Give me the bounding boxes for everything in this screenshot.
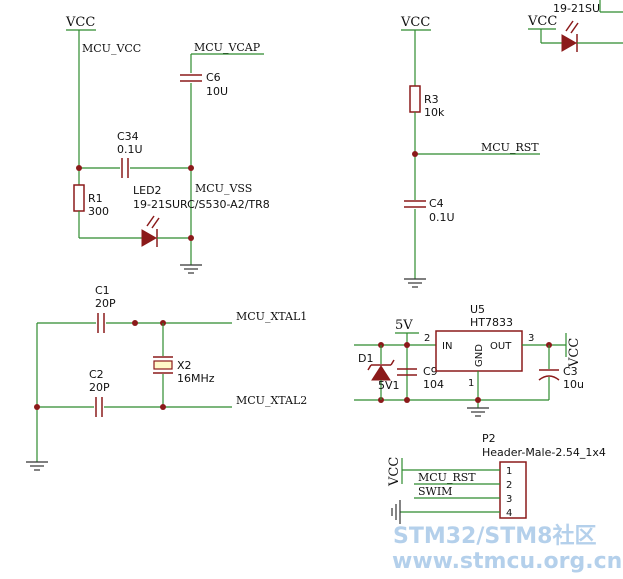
p2-pin4: 4	[506, 508, 512, 519]
led-top-ray-2	[570, 22, 579, 34]
reset-section: VCC R3 10k MCU_RST C4 0.1U	[400, 15, 540, 288]
junction-u5-gnd	[475, 397, 481, 403]
net-p2-swim: SWIM	[418, 485, 452, 498]
p2-pin2: 2	[506, 480, 512, 491]
u5-pin3: 3	[528, 333, 534, 344]
p2-pin1: 1	[506, 466, 512, 477]
x2-ref: X2	[177, 359, 192, 372]
c3-ref: C3	[563, 365, 578, 378]
c6-ref: C6	[206, 71, 221, 84]
led-top-triangle	[561, 34, 578, 52]
p2-pin3: 3	[506, 494, 512, 505]
c3-value: 10u	[563, 378, 584, 391]
regulator-section: 5V D1 5V1 C9 104 U5 HT7833 IN OUT GND 2 …	[354, 303, 584, 417]
net-mcu-rst: MCU_RST	[481, 141, 539, 154]
junction-xtal2-a	[34, 404, 40, 410]
junction-xtal1-a	[132, 320, 138, 326]
c1-ref: C1	[95, 284, 110, 297]
c34-value: 0.1U	[117, 143, 143, 156]
p2-body	[499, 461, 527, 519]
c3-plate-bottom	[538, 375, 560, 381]
c9-value: 104	[423, 378, 444, 391]
net-mcu-vcc: MCU_VCC	[82, 42, 141, 55]
crystal-section: C1 20P MCU_XTAL1 X2 16MHz C2 20P MCU_XTA…	[26, 284, 307, 471]
d1-triangle	[371, 365, 391, 381]
c4-ref: C4	[429, 197, 444, 210]
vcc-label-3: VCC	[527, 14, 557, 29]
x2-value: 16MHz	[177, 372, 215, 385]
x2-body	[153, 360, 173, 370]
net-mcu-vss: MCU_VSS	[195, 182, 252, 195]
u5-ref: U5	[470, 303, 485, 316]
junction-xtal2-b	[160, 404, 166, 410]
led2-value: 19-21SURC/S530-A2/TR8	[133, 198, 270, 211]
junction-c9-bottom	[404, 397, 410, 403]
r3-body	[409, 85, 421, 113]
led2-triangle	[141, 229, 158, 247]
p2-ref: P2	[482, 432, 496, 445]
vcc-label-5: VCC	[387, 457, 402, 487]
u5-pin-out: OUT	[490, 341, 512, 352]
u5-pin1: 1	[468, 378, 474, 389]
junction-c34-right	[188, 165, 194, 171]
led-top-value: 19-21SU	[553, 2, 600, 15]
u5-pin-gnd: GND	[474, 344, 485, 367]
watermark-title: STM32/STM8社区	[393, 523, 596, 549]
r1-body	[73, 184, 85, 212]
c2-value: 20P	[89, 381, 110, 394]
label-5v: 5V	[395, 318, 413, 333]
led-top-ray-1	[565, 20, 574, 32]
r3-value: 10k	[424, 106, 445, 119]
u5-pin2: 2	[424, 333, 430, 344]
vcc-label-2: VCC	[400, 15, 430, 30]
d1-bar-tail-r	[390, 359, 395, 366]
r1-value: 300	[88, 205, 109, 218]
junction-rst	[412, 151, 418, 157]
c6-value: 10U	[206, 85, 228, 98]
d1-bar-tail-l	[367, 364, 372, 371]
junction-c9-top	[404, 342, 410, 348]
u5-pin-in: IN	[442, 341, 452, 352]
net-mcu-xtal2: MCU_XTAL2	[236, 394, 307, 407]
c2-ref: C2	[89, 368, 104, 381]
c34-ref: C34	[117, 130, 139, 143]
vcc-label-4: VCC	[567, 338, 582, 368]
header-section: P2 Header-Male-2.54_1x4 1 2 3 4 VCC MCU_…	[387, 432, 606, 524]
vcc-label-1: VCC	[65, 15, 95, 30]
u5-body	[435, 330, 523, 372]
net-mcu-vcap: MCU_VCAP	[194, 41, 261, 54]
d1-value: 5V1	[378, 379, 400, 392]
c1-value: 20P	[95, 297, 116, 310]
p2-value: Header-Male-2.54_1x4	[482, 446, 606, 459]
led2-ref: LED2	[133, 184, 162, 197]
led2-ray-1	[146, 215, 155, 227]
junction-c34-left	[76, 165, 82, 171]
power-section: VCC MCU_VCC MCU_VCAP C6 10U C34 0.1U R1 …	[65, 15, 270, 274]
junction-led	[188, 235, 194, 241]
c9-ref: C9	[423, 365, 438, 378]
r3-ref: R3	[424, 93, 439, 106]
d1-ref: D1	[358, 352, 373, 365]
r1-ref: R1	[88, 192, 103, 205]
u5-value: HT7833	[470, 316, 513, 329]
led2-ray-2	[151, 217, 160, 229]
c4-value: 0.1U	[429, 211, 455, 224]
watermark-url: www.stmcu.org.cn	[392, 549, 622, 574]
net-p2-rst: MCU_RST	[418, 471, 476, 484]
top-right-led: VCC 19-21SU	[527, 0, 623, 52]
net-mcu-xtal1: MCU_XTAL1	[236, 310, 307, 323]
